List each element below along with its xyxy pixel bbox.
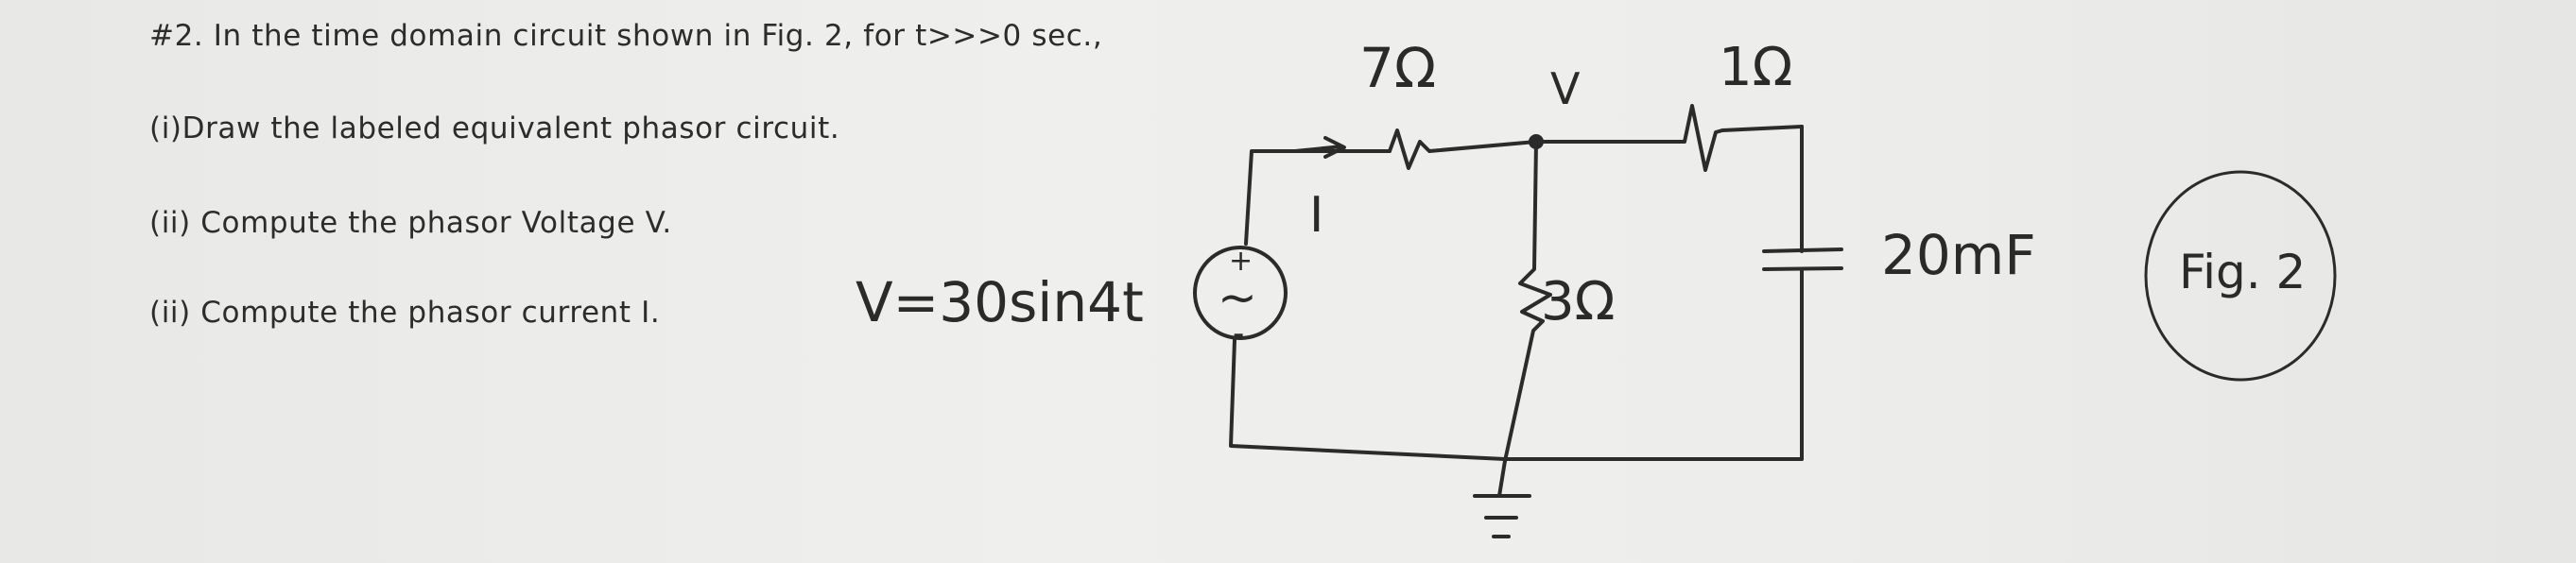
wire-source-top xyxy=(1244,149,1392,246)
resistor-3-ohm xyxy=(1503,140,1552,463)
capacitor-20mf xyxy=(1762,247,1843,271)
question-part-iii: (ii) Compute the phasor current I. xyxy=(149,296,661,330)
label-7-ohm: 7Ω xyxy=(1359,36,1436,100)
question-part-i: (i)Draw the labeled equivalent phasor ci… xyxy=(149,111,840,145)
source-plus-sign: + xyxy=(1229,245,1253,278)
source-minus-sign: - xyxy=(1233,315,1244,352)
label-1-ohm: 1Ω xyxy=(1719,37,1792,98)
ground-symbol xyxy=(1473,459,1531,538)
question-part-ii: (ii) Compute the phasor Voltage V. xyxy=(149,206,672,240)
current-label-i: I xyxy=(1309,187,1323,244)
wire-bottom xyxy=(1229,338,1804,461)
resistor-7-ohm xyxy=(1388,128,1538,170)
label-3-ohm: 3Ω xyxy=(1541,271,1615,333)
current-arrow xyxy=(1293,136,1346,159)
resistor-1-ohm xyxy=(1534,104,1804,172)
voltage-source-circle xyxy=(1193,246,1288,340)
question-title: #2. In the time domain circuit shown in … xyxy=(149,19,1103,53)
fig-label: Fig. 2 xyxy=(2179,245,2306,299)
fig-circle xyxy=(2144,170,2337,382)
label-20mf: 20mF xyxy=(1881,223,2036,287)
source-label: V=30sin4t xyxy=(856,270,1144,334)
label-node-v: V xyxy=(1550,63,1581,114)
source-sine-symbol: ~ xyxy=(1218,270,1257,325)
